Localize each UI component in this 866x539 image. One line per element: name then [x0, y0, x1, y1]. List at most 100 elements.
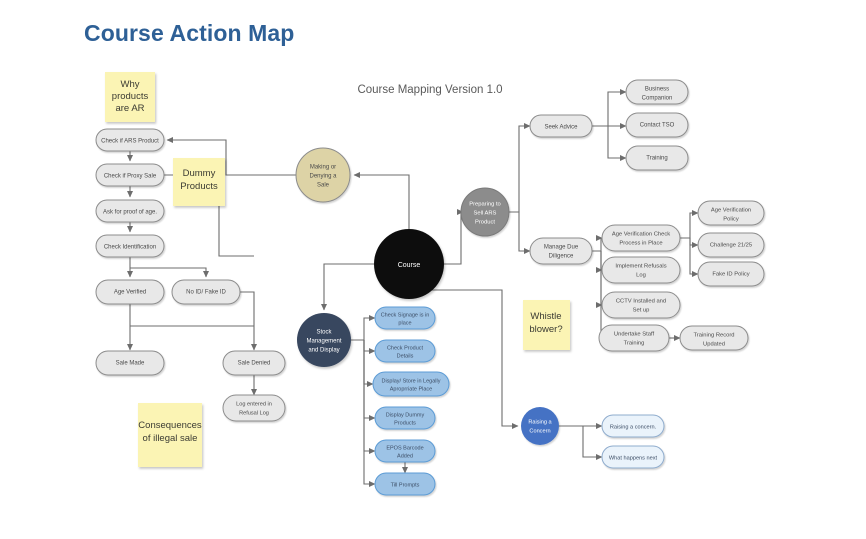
node-making-or-denying-a-sale[interactable]: Making or Denying a Sale — [295, 147, 351, 203]
node-training-record-updated[interactable]: Training Record Updated — [679, 325, 749, 351]
node-raising-a-concern-label-1: Concern — [529, 428, 550, 434]
node-raising-a-concern-doc[interactable]: Raising a concern. — [601, 414, 665, 438]
node-making-or-denying-a-sale-label-2: Sale — [317, 183, 330, 189]
node-age-verification-policy[interactable]: Age Verification Policy — [697, 200, 765, 226]
node-cctv-label-1: Set up — [633, 308, 650, 314]
node-undertake-staff-training[interactable]: Undertake Staff Training — [598, 324, 670, 352]
node-seek-advice-label: Seek Advice — [544, 125, 578, 131]
node-preparing-to-sell-ars-product[interactable]: Preparing to Sell ARS Product — [460, 187, 510, 237]
node-raising-a-concern-label-0: Raising a — [528, 419, 552, 425]
node-sale-denied-label: Sale Denied — [238, 361, 271, 367]
node-manage-due-diligence[interactable]: Manage Due Diligence — [529, 237, 593, 265]
node-ask-for-proof-of-age-label: Ask for proof of age. — [103, 210, 157, 216]
sticky-dummy-products-line-0: Dummy — [183, 168, 216, 179]
node-sale-made[interactable]: Sale Made — [95, 350, 165, 376]
node-stock-label-2: and Display — [308, 348, 339, 354]
node-business-companion-label-1: Companion — [642, 96, 673, 102]
sticky-why-products-line-1: products — [112, 91, 149, 102]
node-till-prompts-label: Till Prompts — [391, 482, 420, 488]
node-check-if-ars-product[interactable]: Check if ARS Product — [95, 128, 165, 152]
node-sale-made-label: Sale Made — [116, 361, 145, 367]
node-what-happens-next[interactable]: What happens next — [601, 445, 665, 469]
node-training[interactable]: Training — [625, 145, 689, 171]
node-check-identification-label: Check Identification — [104, 245, 156, 251]
node-training-record-updated-label-0: Training Record — [693, 333, 734, 339]
node-training-label: Training — [646, 156, 667, 162]
edge-stock-display-store — [363, 340, 374, 387]
edge-making-denying-check-ars — [166, 137, 296, 176]
node-cctv-installed-and-set-up[interactable]: CCTV Installed and Set up — [601, 291, 681, 319]
node-challenge-21-25-label: Challenge 21/25 — [710, 243, 752, 249]
node-check-product-details-label-1: Details — [397, 353, 414, 359]
edge-ageverifcheck-fakeid — [689, 238, 699, 277]
node-course[interactable]: Course — [374, 229, 444, 299]
node-ask-for-proof-of-age[interactable]: Ask for proof of age. — [95, 199, 165, 223]
connector-layer — [127, 89, 699, 487]
node-business-companion[interactable]: Business Companion — [625, 79, 689, 105]
diagram-subtitle: Course Mapping Version 1.0 — [357, 84, 502, 96]
node-check-signage-is-in-place[interactable]: Check Signage is in place — [374, 306, 436, 330]
edge-duediligence-stafftraining — [598, 251, 605, 341]
node-layer: Check if ARS Product Check if Proxy Sale… — [95, 79, 765, 496]
node-stock-management-and-display[interactable]: Stock Management and Display — [297, 313, 351, 367]
edge-duediligence-ageverifcheck — [592, 235, 603, 252]
node-check-product-details[interactable]: Check Product Details — [374, 339, 436, 363]
node-age-verified-label: Age Verified — [114, 290, 146, 296]
node-implement-refusals-log-label-0: Implement Refusals — [615, 264, 666, 270]
node-seek-advice[interactable]: Seek Advice — [529, 114, 593, 138]
node-raising-a-concern-doc-label: Raising a concern. — [610, 424, 657, 430]
node-contact-tso-label: Contact TSO — [640, 123, 675, 129]
node-display-store-in-legally-appropriate-place[interactable]: Display/ Store in Legally Aproprriate Pl… — [372, 371, 450, 397]
node-challenge-21-25[interactable]: Challenge 21/25 — [697, 232, 765, 258]
node-epos-barcode-added-label-1: Added — [397, 453, 413, 459]
node-no-id-fake-id-label: No ID/ Fake ID — [186, 290, 226, 296]
node-fake-id-policy-label: Fake ID Policy — [712, 272, 749, 278]
node-check-identification[interactable]: Check Identification — [95, 234, 165, 258]
node-check-signage-label-0: Check Signage is in — [381, 312, 430, 318]
node-fake-id-policy[interactable]: Fake ID Policy — [697, 261, 765, 287]
node-implement-refusals-log[interactable]: Implement Refusals Log — [601, 256, 681, 284]
node-manage-due-diligence-label-1: Diligence — [549, 254, 574, 260]
edge-course-stock — [321, 263, 374, 311]
edge-stock-signage — [351, 315, 376, 341]
node-no-id-fake-id[interactable]: No ID/ Fake ID — [171, 279, 241, 305]
edge-stock-epos — [363, 340, 376, 454]
node-display-dummy-products-label-0: Display Dummy — [386, 412, 425, 418]
sticky-consequences-line-1: of illegal sale — [143, 433, 198, 444]
sticky-whistle-blower-line-1: blower? — [529, 324, 562, 335]
node-epos-barcode-added[interactable]: EPOS Barcode Added — [374, 439, 436, 463]
node-preparing-label-0: Preparing to — [469, 202, 501, 208]
node-check-if-proxy-sale[interactable]: Check if Proxy Sale — [95, 163, 165, 187]
edge-stock-till — [363, 340, 376, 487]
edge-seekadvice-business — [592, 89, 627, 127]
node-cctv-label-0: CCTV Installed and — [616, 299, 666, 305]
node-raising-a-concern[interactable]: Raising a Concern — [521, 407, 559, 445]
node-age-verification-check-process-in-place[interactable]: Age Verification Check Process in Place — [601, 224, 681, 252]
node-log-entered-in-refusal-log[interactable]: Log entered in Refusal Log — [222, 394, 286, 422]
node-age-verified[interactable]: Age Verified — [95, 279, 165, 305]
node-stock-label-0: Stock — [316, 330, 332, 336]
node-check-signage-label-1: place — [398, 320, 411, 326]
node-ageverifcheck-label-0: Age Verification Check — [612, 232, 670, 238]
node-training-record-updated-label-1: Updated — [703, 342, 725, 348]
sticky-notes-layer: Why products are AR Dummy Products Whist… — [105, 72, 570, 467]
edge-raising-whatnext — [582, 426, 603, 460]
node-display-store-label-1: Aproprriate Place — [390, 386, 433, 392]
edge-preparing-seekadvice — [509, 123, 531, 213]
node-till-prompts[interactable]: Till Prompts — [374, 472, 436, 496]
edge-ageverifcheck-policy — [680, 210, 699, 239]
edge-stock-product — [363, 340, 376, 354]
sticky-dummy-products-line-1: Products — [180, 181, 218, 192]
sticky-consequences: Consequences of illegal sale — [138, 403, 202, 467]
sticky-consequences-line-0: Consequences — [138, 420, 202, 431]
node-sale-denied[interactable]: Sale Denied — [222, 350, 286, 376]
node-implement-refusals-log-label-1: Log — [636, 273, 646, 279]
sticky-why-products: Why products are AR — [105, 72, 155, 122]
node-check-product-details-label-0: Check Product — [387, 345, 424, 351]
node-age-verification-policy-label-0: Age Verification — [711, 208, 751, 214]
node-ageverifcheck-label-1: Process in Place — [619, 241, 662, 247]
node-contact-tso[interactable]: Contact TSO — [625, 112, 689, 138]
sticky-whistle-blower: Whistle blower? — [523, 300, 570, 350]
node-display-dummy-products[interactable]: Display Dummy Products — [374, 406, 436, 430]
node-log-entered-in-refusal-log-label-1: Refusal Log — [239, 410, 269, 416]
